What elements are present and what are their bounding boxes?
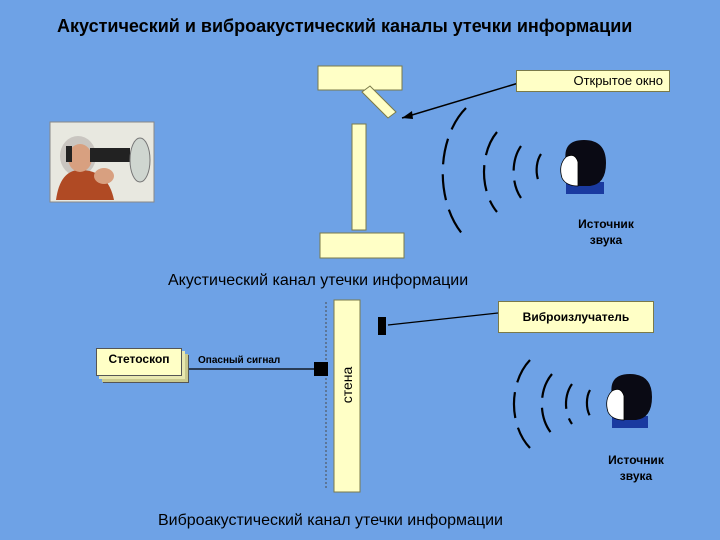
open-window-label-box: Открытое окно [516, 70, 670, 92]
vibro-emitter-sensor [378, 317, 386, 335]
acoustic-channel-caption: Акустический канал утечки информации [168, 272, 469, 289]
wave-lower-3 [540, 373, 553, 435]
vibro-channel-caption: Виброакустический канал утечки информаци… [158, 512, 503, 529]
stethoscope-sensor [314, 362, 328, 376]
vibro-emitter-label-box: Виброизлучатель [498, 301, 654, 333]
wave-upper-2 [512, 145, 522, 199]
vibro-emitter-label: Виброизлучатель [522, 310, 630, 324]
sound-source-label-upper: Источник звука [566, 216, 646, 248]
open-window-pointer [401, 81, 523, 119]
sound-waves-upper [441, 107, 542, 239]
sound-waves-lower [512, 359, 591, 449]
page-title: Акустический и виброакустический каналы … [57, 16, 633, 36]
sound-source-person-lower [606, 374, 652, 428]
vibro-emitter-line [387, 312, 499, 326]
wave-upper-3 [482, 131, 498, 213]
window-pillar [351, 123, 367, 231]
window-top-frame [317, 65, 403, 91]
sound-source-label-lower-line1: Источник [608, 453, 664, 467]
sound-source-label-upper-line2: звука [589, 233, 623, 247]
wall [333, 299, 361, 493]
danger-signal-label: Опасный сигнал [198, 355, 281, 366]
window-open-sash [361, 85, 397, 119]
sound-source-label-lower-line2: звука [619, 469, 653, 483]
sound-source-label-upper-line1: Источник [578, 217, 634, 231]
wave-upper-4 [441, 107, 467, 239]
wave-lower-4 [512, 359, 531, 449]
window-bottom-frame [319, 232, 405, 259]
wave-lower-1 [585, 389, 591, 417]
wave-upper-1 [535, 153, 542, 187]
stethoscope-box: Стетоскоп [96, 348, 182, 376]
sound-source-person-upper [560, 140, 606, 194]
open-window-arrowhead [402, 111, 413, 119]
open-window-label: Открытое окно [573, 73, 663, 88]
stethoscope-label: Стетоскоп [108, 352, 170, 366]
wall-label: стена [339, 366, 355, 404]
sound-source-label-lower: Источник звука [596, 452, 676, 484]
wave-lower-2 [564, 383, 573, 425]
eavesdropper-photo [49, 121, 155, 203]
